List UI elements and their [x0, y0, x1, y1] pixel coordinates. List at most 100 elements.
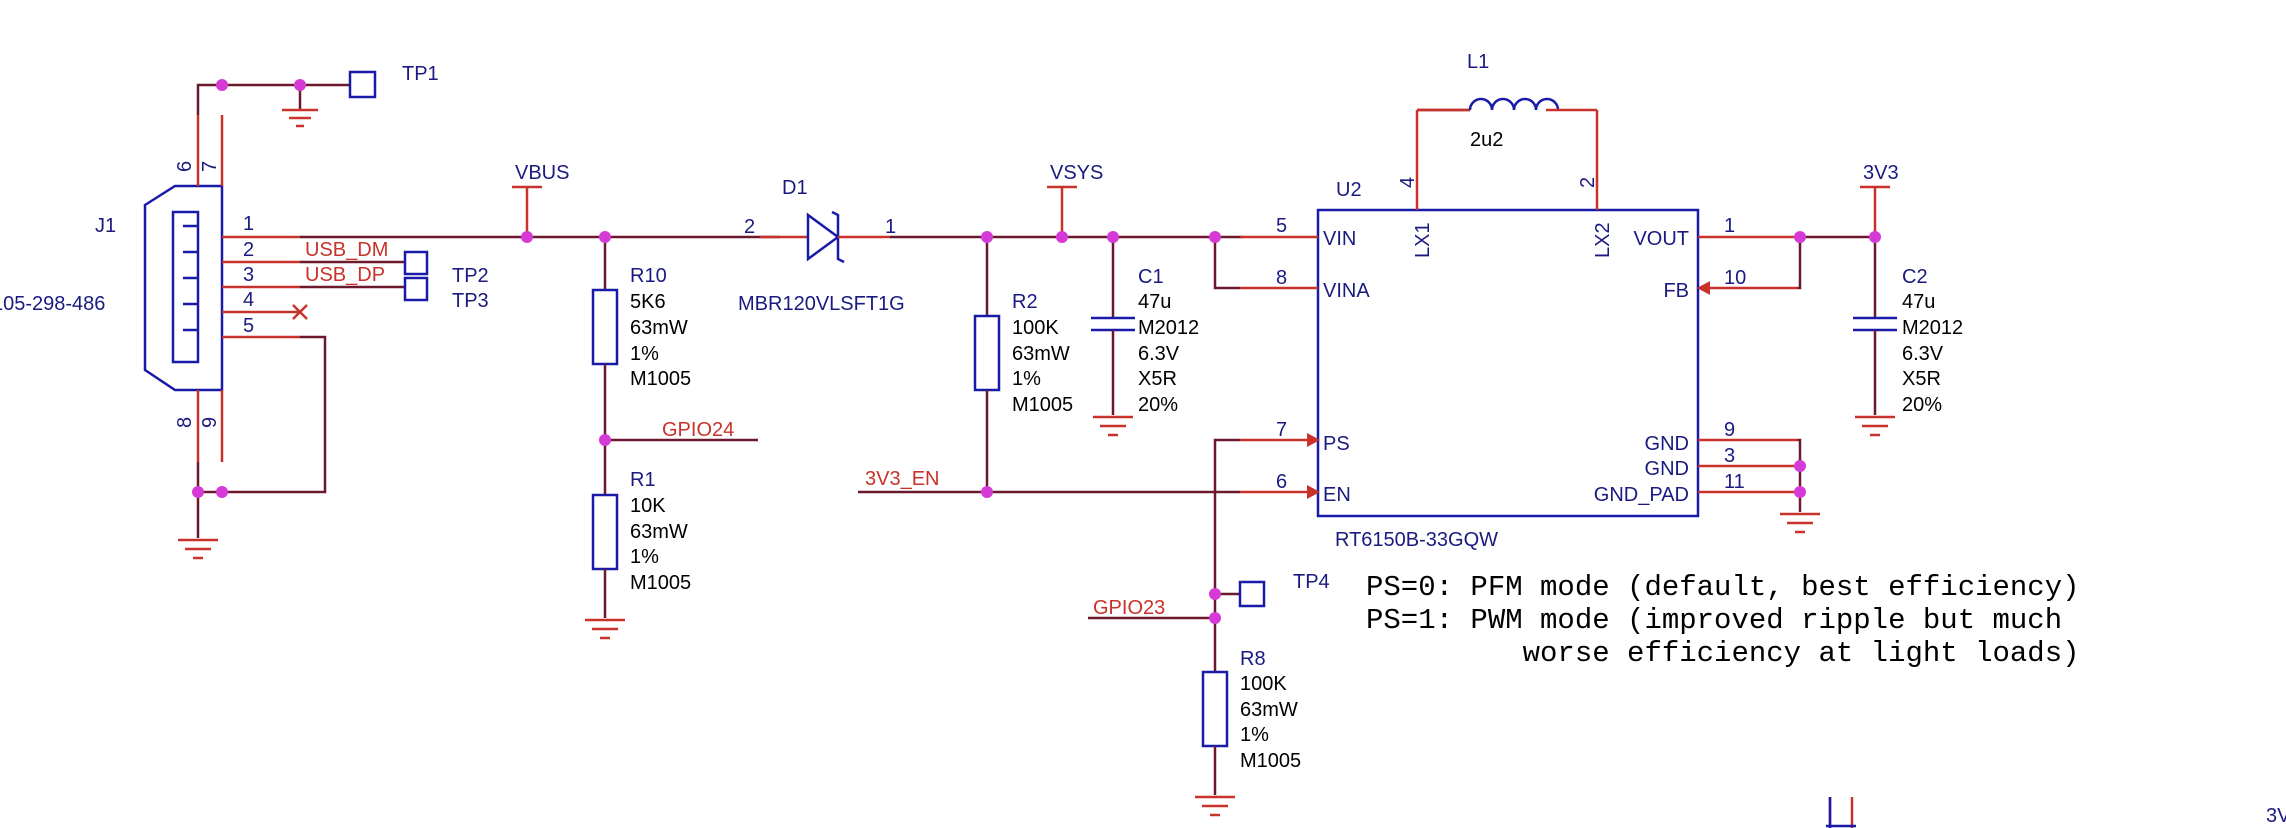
note-line-3: worse efficiency at light loads) — [1366, 637, 2080, 670]
connector-pin-2: 2 — [243, 239, 254, 261]
ground-symbol — [585, 618, 625, 640]
net-label-gpio24: GPIO24 — [662, 419, 734, 441]
resistor-r2-designator: R2 — [1012, 291, 1038, 313]
resistor-r10-power: 63mW — [630, 317, 688, 339]
resistor-r8-package: M1005 — [1240, 750, 1301, 772]
capacitor-c1-designator: C1 — [1138, 266, 1164, 288]
resistor-r2-power: 63mW — [1012, 343, 1070, 365]
connector-pin-5: 5 — [243, 315, 254, 337]
resistor-r8-designator: R8 — [1240, 648, 1266, 670]
u2-pin-name-vin: VIN — [1323, 228, 1356, 250]
test-point-tp1-label: TP1 — [402, 63, 439, 85]
junction-dots — [192, 79, 1881, 624]
note-line-1: PS=0: PFM mode (default, best efficiency… — [1366, 571, 2080, 604]
u2-pin-num-vina: 8 — [1276, 267, 1287, 289]
junction-dot — [1869, 231, 1881, 243]
u2-pin-num-gnd9: 9 — [1724, 419, 1735, 441]
junction-dot — [1209, 612, 1221, 624]
resistor-r8-power: 63mW — [1240, 699, 1298, 721]
u2-pin-name-lx2: LX2 — [1592, 222, 1614, 258]
resistor-r2-value: 100K — [1012, 317, 1059, 339]
u2-pin-name-vout: VOUT — [1633, 228, 1689, 250]
connector-pin-1: 1 — [243, 213, 254, 235]
test-point-tp4[interactable] — [1238, 580, 1266, 608]
resistor-r1-package: M1005 — [630, 572, 691, 594]
diode-d1[interactable] — [760, 210, 890, 264]
diode-d1-pin-anode: 2 — [744, 216, 755, 238]
junction-dot — [1209, 588, 1221, 600]
junction-dot — [216, 486, 228, 498]
junction-dot — [192, 486, 204, 498]
u2-pin-num-gndpad: 11 — [1724, 471, 1745, 493]
u2-pin-num-gnd3: 3 — [1724, 445, 1735, 467]
connector-designator: J1 — [95, 215, 116, 237]
u2-pin-name-lx1: LX1 — [1412, 222, 1434, 258]
inductor-l1-value: 2u2 — [1470, 129, 1503, 151]
power-port-vbus-label: VBUS — [515, 162, 569, 184]
ground-symbol — [282, 108, 318, 128]
junction-dot — [521, 231, 533, 243]
wire-vina-tie — [1213, 237, 1240, 290]
u2-pin-name-gndpad: GND_PAD — [1594, 484, 1689, 506]
capacitor-c2-dielectric: X5R — [1902, 368, 1941, 390]
ground-symbol — [1855, 415, 1895, 437]
power-port-vsys — [1047, 185, 1077, 237]
resistor-r10-tolerance: 1% — [630, 343, 659, 365]
junction-dot — [599, 434, 611, 446]
capacitor-c1-tolerance: 20% — [1138, 394, 1178, 416]
power-port-3v3-label: 3V3 — [1863, 162, 1899, 184]
capacitor-c1-voltage: 6.3V — [1138, 343, 1180, 365]
u2-pin-fb-arrow — [1697, 281, 1710, 295]
u2-pin-name-fb: FB — [1663, 280, 1689, 302]
resistor-r2-tolerance: 1% — [1012, 368, 1041, 390]
junction-dot — [1794, 231, 1806, 243]
diode-d1-designator: D1 — [782, 177, 808, 199]
u2-pin-num-fb: 10 — [1724, 267, 1746, 289]
no-connect-mark — [292, 304, 308, 320]
test-point-tp2[interactable] — [403, 250, 429, 276]
wire-shell-bottom — [196, 335, 327, 538]
inductor-l1-designator: L1 — [1467, 51, 1489, 73]
capacitor-c2[interactable] — [1853, 237, 1897, 415]
resistor-r10-value: 5K6 — [630, 291, 666, 313]
capacitor-c2-voltage: 6.3V — [1902, 343, 1944, 365]
net-label-gpio23: GPIO23 — [1093, 597, 1165, 619]
connector-j1[interactable] — [143, 115, 300, 462]
u2-pin-num-lx1: 4 — [1397, 177, 1419, 188]
resistor-r2[interactable] — [973, 314, 1001, 392]
power-port-vsys-label: VSYS — [1050, 162, 1103, 184]
test-point-tp3[interactable] — [403, 276, 429, 302]
resistor-r2-package: M1005 — [1012, 394, 1073, 416]
resistor-r1[interactable] — [591, 493, 619, 571]
resistor-r1-value: 10K — [630, 495, 666, 517]
resistor-r1-tolerance: 1% — [630, 546, 659, 568]
power-port-vbus — [512, 185, 542, 237]
note-line-2: PS=1: PWM mode (improved ripple but much — [1366, 604, 2062, 637]
u2-pin-name-gnd9: GND — [1645, 433, 1689, 455]
u2-pin-num-lx2: 2 — [1577, 177, 1599, 188]
resistor-r10-package: M1005 — [630, 368, 691, 390]
ground-symbol — [178, 538, 218, 560]
inductor-l1[interactable] — [1417, 97, 1597, 112]
regulator-u2-designator: U2 — [1336, 179, 1362, 201]
u2-pin-name-ps: PS — [1323, 433, 1350, 455]
resistor-r10[interactable] — [591, 288, 619, 366]
capacitor-c1[interactable] — [1091, 237, 1135, 415]
u2-pin-name-vina: VINA — [1323, 280, 1370, 302]
resistor-r10-designator: R10 — [630, 265, 667, 287]
resistor-r8[interactable] — [1201, 670, 1229, 748]
connector-pin-9: 9 — [199, 417, 221, 428]
net-label-3v3-en: 3V3_EN — [865, 468, 940, 490]
connector-pin-7: 7 — [199, 161, 221, 172]
resistor-r1-power: 63mW — [630, 521, 688, 543]
regulator-u2[interactable] — [1316, 208, 1700, 518]
net-label-usb-dm: USB_DM — [305, 239, 388, 261]
ground-symbol — [1093, 415, 1133, 437]
junction-dot — [294, 79, 306, 91]
wire-fb — [1798, 237, 1802, 290]
junction-dot — [1794, 460, 1806, 472]
test-point-tp1[interactable] — [348, 70, 377, 99]
capacitor-c1-dielectric: X5R — [1138, 368, 1177, 390]
diode-d1-pin-cathode: 1 — [885, 216, 896, 238]
